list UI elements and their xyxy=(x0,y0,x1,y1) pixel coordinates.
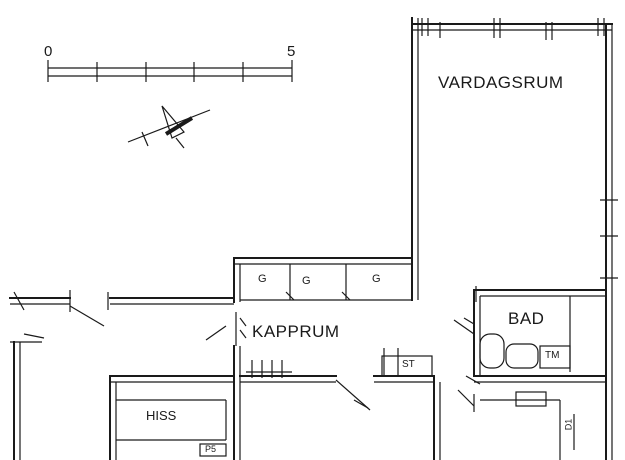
scale-end-label: 5 xyxy=(287,43,296,60)
marker-right-label: D1 xyxy=(563,418,574,431)
room-label-hiss: HISS xyxy=(146,408,177,423)
storage-box xyxy=(373,348,441,460)
closet-row xyxy=(233,257,413,303)
room-label-vardagsrum: VARDAGSRUM xyxy=(438,73,564,92)
closet-label-1: G xyxy=(258,273,267,285)
marker-bottom-label: P5 xyxy=(205,444,217,454)
dryer-label: TM xyxy=(545,350,560,361)
scale-start-label: 0 xyxy=(44,43,53,60)
closet-label-3: G xyxy=(372,273,381,285)
corridor-walls xyxy=(9,290,235,460)
north-arrow-icon xyxy=(127,105,211,149)
kapprum-walls xyxy=(205,312,371,460)
scale-bar xyxy=(47,60,293,82)
bad-walls xyxy=(453,286,607,460)
storage-label: ST xyxy=(402,359,415,370)
vardagsrum-walls xyxy=(411,17,618,460)
closet-label-2: G xyxy=(302,275,311,287)
room-label-bad: BAD xyxy=(508,309,545,328)
hiss-walls xyxy=(109,375,235,460)
room-label-kapprum: KAPPRUM xyxy=(252,322,340,341)
